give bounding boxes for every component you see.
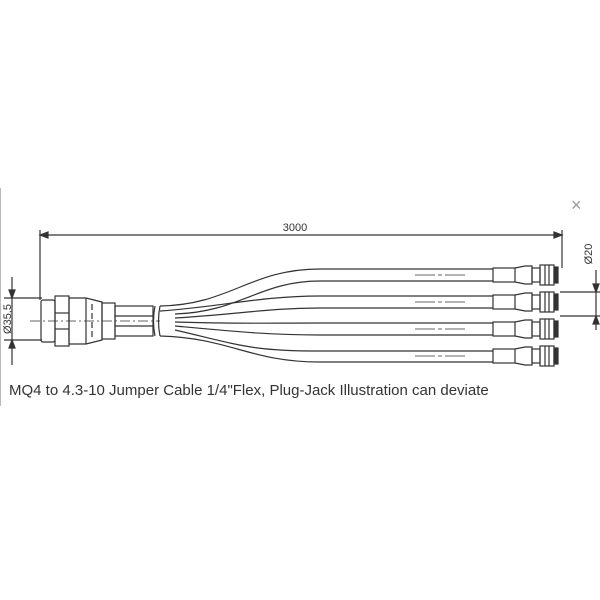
4.3-10-connectors [492,264,559,367]
cables [159,268,493,363]
image-caption: MQ4 to 4.3-10 Jumper Cable 1/4"Flex, Plu… [9,382,489,399]
lightbox-border [0,188,4,406]
small-diameter-label: Ø20 [583,244,595,265]
length-label: 3000 [283,222,307,234]
mq4-connector [30,295,160,347]
close-button[interactable]: × [571,195,582,215]
large-diameter-label: Ø35,5 [2,304,14,334]
